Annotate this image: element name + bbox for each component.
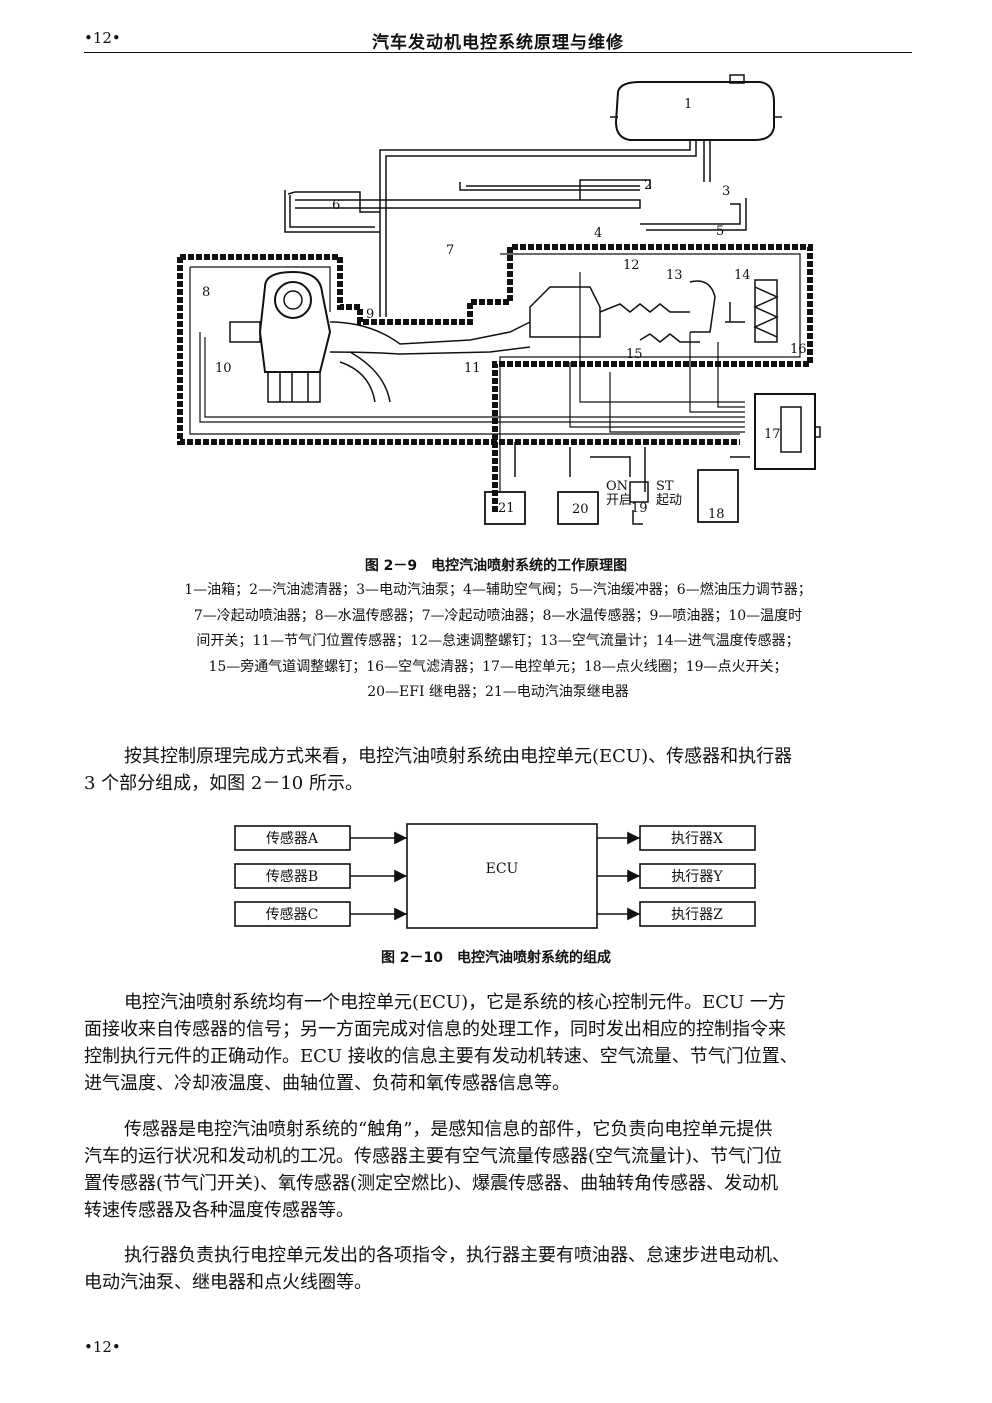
paragraph-line: 传感器是电控汽油喷射系统的“触角”，是感知信息的部件，它负责向电控单元提供	[124, 1119, 773, 1140]
sensor-c-label: 传感器C	[266, 906, 319, 923]
actuator-z-label: 执行器Z	[671, 907, 723, 923]
legend-line: 7—冷起动喷油器；8—水温传感器；7—冷起动喷油器；8—水温传感器；9—喷油器；…	[193, 607, 803, 624]
paragraph-4: 执行器负责执行电控单元发出的各项指令，执行器主要有喷油器、怠速步进电动机、 电动…	[84, 1242, 914, 1296]
paragraph-line: 电动汽油泵、继电器和点火线圈等。	[84, 1272, 372, 1293]
callout-21: 21	[498, 501, 515, 516]
paragraph-2: 电控汽油喷射系统均有一个电控单元(ECU)，它是系统的核心控制元件。ECU 一方…	[84, 989, 914, 1097]
paragraph-line: 3 个部分组成，如图 2－10 所示。	[84, 773, 363, 794]
callout-13: 13	[666, 268, 683, 283]
callout-8: 8	[202, 285, 210, 300]
paragraph-line: 进气温度、冷却液温度、曲轴位置、负荷和氧传感器信息等。	[84, 1073, 570, 1094]
switch-label-on: ON	[606, 479, 628, 494]
figure1-caption: 图 2－9 电控汽油喷射系统的工作原理图	[364, 558, 628, 574]
callout-4: 4	[594, 226, 602, 241]
footer-page-number: •12•	[84, 1338, 121, 1356]
actuator-x-label: 执行器X	[671, 831, 723, 847]
callout-2: 2	[644, 178, 652, 193]
legend-line: 15—旁通气道调整螺钉；16—空气滤清器；17—电控单元；18—点火线圈；19—…	[208, 658, 788, 675]
figure1-legend: 1—油箱；2—汽油滤清器；3—电动汽油泵；4—辅助空气阀；5—汽油缓冲器；6—燃…	[84, 578, 912, 706]
callout-15: 15	[626, 347, 643, 362]
fuel-tank	[610, 74, 782, 141]
header-rule	[84, 52, 912, 53]
engine-block	[229, 270, 531, 403]
callout-14: 14	[734, 268, 751, 283]
callout-9: 9	[366, 307, 374, 322]
paragraph-line: 执行器负责执行电控单元发出的各项指令，执行器主要有喷油器、怠速步进电动机、	[124, 1245, 790, 1266]
header-book-title: 汽车发动机电控系统原理与维修	[372, 33, 624, 53]
callout-7: 7	[446, 243, 454, 258]
actuator-y-label: 执行器Y	[671, 869, 723, 885]
callout-1: 1	[684, 97, 692, 112]
paragraph-line: 控制执行元件的正确动作。ECU 接收的信息主要有发动机转速、空气流量、节气门位置…	[84, 1046, 798, 1067]
switch-label-st-cn: 起动	[656, 493, 682, 508]
sensor-b-label: 传感器B	[266, 868, 318, 885]
callout-18: 18	[708, 507, 725, 522]
switch-label-st: ST	[656, 479, 674, 494]
callout-5: 5	[716, 224, 724, 239]
ecu-composition-diagram: 传感器A 传感器B 传感器C ECU 执行器X 执行器Y 执行器Z	[234, 823, 756, 929]
paragraph-line: 电控汽油喷射系统均有一个电控单元(ECU)，它是系统的核心控制元件。ECU 一方	[124, 992, 786, 1013]
legend-line: 20—EFI 继电器；21—电动汽油泵继电器	[367, 684, 629, 700]
sensor-a-label: 传感器A	[266, 830, 319, 847]
legend-line: 1—油箱；2—汽油滤清器；3—电动汽油泵；4—辅助空气阀；5—汽油缓冲器；6—燃…	[184, 582, 812, 598]
callout-10: 10	[215, 361, 232, 376]
callout-17: 17	[764, 427, 781, 442]
air-intake-section	[529, 279, 779, 343]
switch-label-on-cn: 开启	[606, 493, 632, 508]
header-page-number: •12•	[84, 29, 121, 47]
ecu-unit	[754, 393, 821, 470]
paragraph-line: 汽车的运行状况和发动机的工况。传感器主要有空气流量传感器(空气流量计)、节气门位	[84, 1146, 783, 1167]
ecu-label: ECU	[486, 861, 519, 877]
efi-schematic-diagram: 1 2 3 4 5 6 7 8 9 10 11 12 13 14 15 16 1…	[177, 74, 821, 525]
callout-11: 11	[464, 361, 481, 376]
callout-19: 19	[631, 501, 648, 516]
callout-20: 20	[572, 502, 589, 517]
paragraph-line: 置传感器(节气门开关)、氧传感器(测定空燃比)、爆震传感器、曲轴转角传感器、发动…	[84, 1173, 779, 1194]
paragraph-3: 传感器是电控汽油喷射系统的“触角”，是感知信息的部件，它负责向电控单元提供 汽车…	[84, 1116, 914, 1224]
paragraph-1: 按其控制原理完成方式来看，电控汽油喷射系统由电控单元(ECU)、传感器和执行器 …	[84, 743, 914, 797]
paragraph-line: 按其控制原理完成方式来看，电控汽油喷射系统由电控单元(ECU)、传感器和执行器	[124, 746, 793, 767]
paragraph-line: 转速传感器及各种温度传感器等。	[84, 1200, 354, 1221]
callout-3: 3	[722, 184, 730, 199]
callout-6: 6	[332, 198, 340, 213]
paragraph-line: 面接收来自传感器的信号；另一方面完成对信息的处理工作，同时发出相应的控制指令来	[84, 1019, 786, 1040]
callout-16: 16	[790, 342, 807, 357]
callout-12: 12	[623, 258, 640, 273]
figure2-caption: 图 2－10 电控汽油喷射系统的组成	[380, 950, 612, 966]
legend-line: 间开关；11—节气门位置传感器；12—怠速调整螺钉；13—空气流量计；14—进气…	[196, 633, 800, 649]
